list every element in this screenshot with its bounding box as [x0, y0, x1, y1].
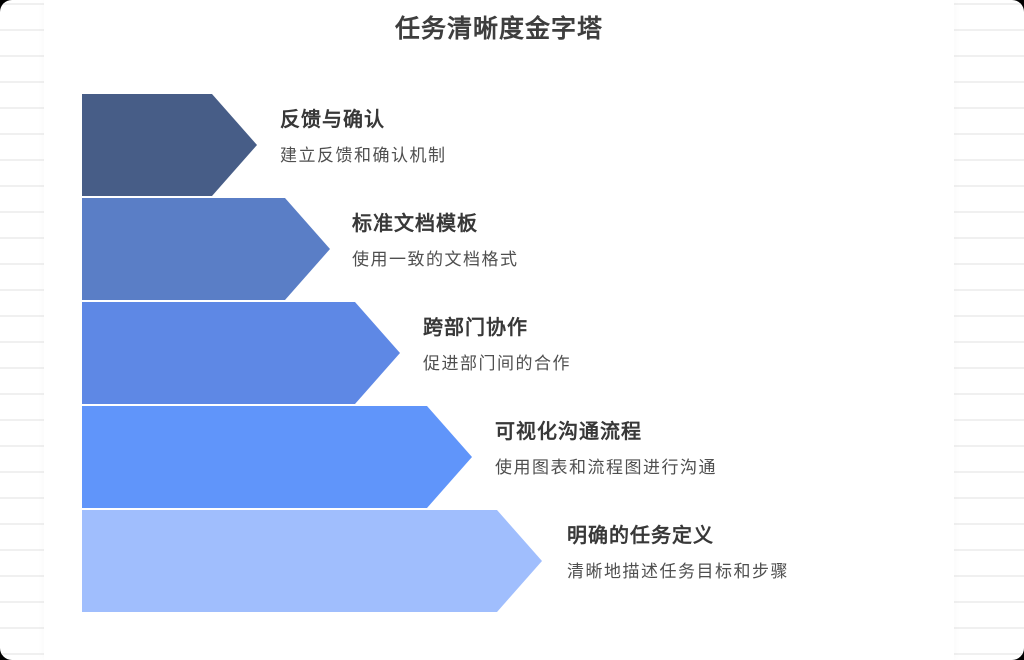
- diagram-title: 任务清晰度金字塔: [394, 15, 603, 43]
- level-description: 使用一致的文档格式: [352, 250, 519, 269]
- pyramid-level-1-text: 反馈与确认 建立反馈和确认机制: [280, 107, 447, 167]
- pyramid-level-2-text: 标准文档模板 使用一致的文档格式: [352, 211, 519, 271]
- pyramid-level-5-text: 明确的任务定义 清晰地描述任务目标和步骤: [567, 523, 789, 583]
- level-description: 使用图表和流程图进行沟通: [495, 458, 717, 477]
- pyramid-level-4-text: 可视化沟通流程 使用图表和流程图进行沟通: [495, 419, 717, 479]
- level-label: 可视化沟通流程: [495, 421, 642, 443]
- pyramid-arrow-level-4: [82, 406, 472, 508]
- level-label: 标准文档模板: [352, 213, 478, 235]
- level-description: 建立反馈和确认机制: [280, 146, 447, 165]
- level-description: 促进部门间的合作: [423, 354, 571, 373]
- level-label: 明确的任务定义: [567, 525, 714, 547]
- level-description: 清晰地描述任务目标和步骤: [567, 562, 789, 581]
- pyramid-arrow-level-5: [82, 510, 542, 612]
- level-label: 反馈与确认: [280, 109, 385, 131]
- pyramid-arrow-level-3: [82, 302, 400, 404]
- level-label: 跨部门协作: [423, 317, 528, 339]
- pyramid-level-3-text: 跨部门协作 促进部门间的合作: [423, 315, 571, 375]
- pyramid-arrow-level-2: [82, 198, 330, 300]
